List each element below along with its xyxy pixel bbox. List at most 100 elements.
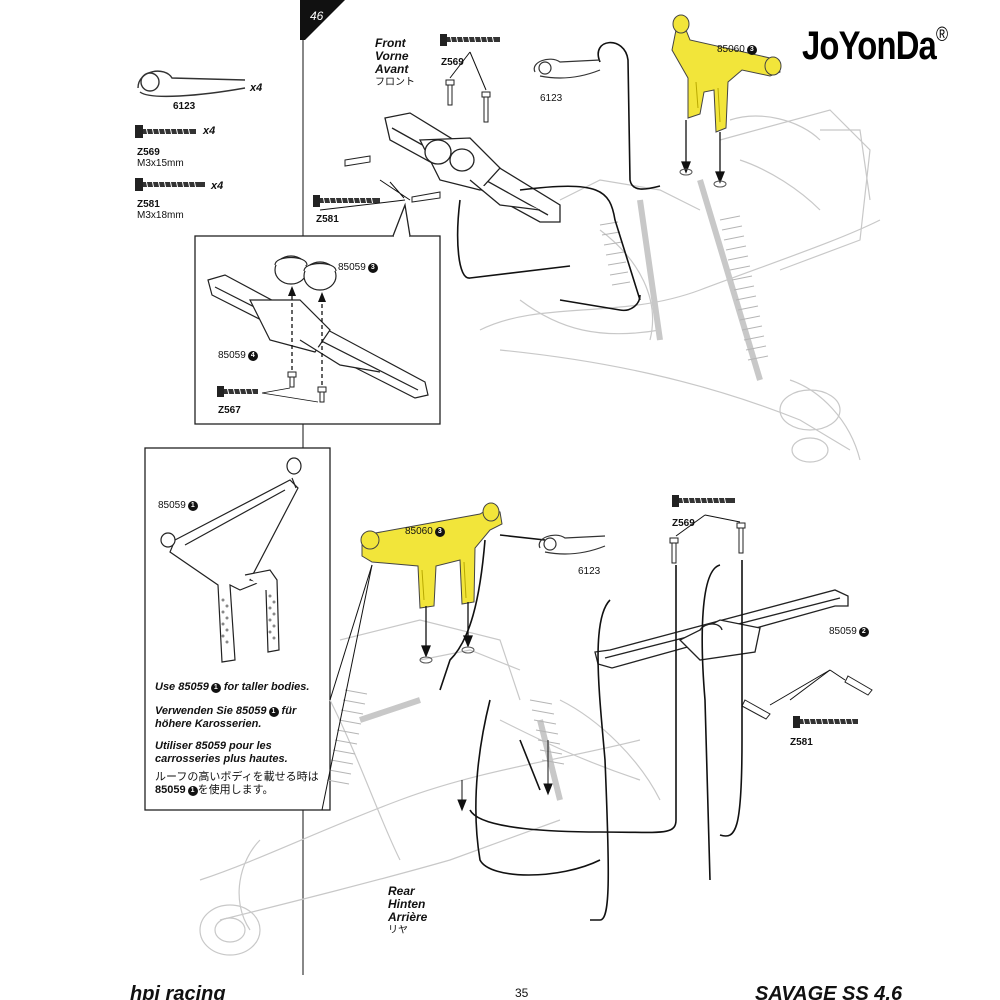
rear-guide-lines (675, 514, 846, 706)
direction-de: Vorne (375, 49, 409, 63)
inset-leader (329, 564, 373, 701)
step-number: 46 (310, 9, 324, 23)
part-number-badge: 3 (434, 527, 445, 537)
direction-de: Hinten (388, 897, 426, 911)
direction-jp: フロント (375, 77, 415, 88)
body-clip-icon (137, 70, 246, 98)
note-fr: Utiliser 85059 pour les carrosseries plu… (155, 740, 288, 765)
screw-z569-top (440, 34, 500, 46)
mount-hole (679, 168, 693, 176)
note-text: ルーフの高いボディを載せる時は (155, 771, 319, 783)
label-6123-rear: 6123 (578, 566, 601, 577)
rear-body-post (360, 502, 503, 609)
screw-icon (135, 125, 196, 138)
savage-logo: SAVAGE SS 4.6 (755, 983, 903, 1000)
front-body-post (671, 14, 782, 133)
direction-jp: リヤ (388, 925, 408, 936)
front-clip-leaders (456, 41, 661, 312)
inset-cap (274, 255, 337, 291)
direction-fr: Arrière (388, 910, 428, 924)
note-text: for taller bodies. (220, 681, 310, 693)
page-number: 35 (515, 986, 529, 1000)
rear-bumper (594, 589, 849, 669)
label-z581-front: Z581 (316, 214, 339, 225)
footer-right-logo: SAVAGE SS 4.6 (755, 983, 903, 1000)
direction-en: Front (375, 36, 406, 50)
brand-logo: JoYonDa® (802, 12, 948, 69)
hpi-racing-logo: hpi racing (130, 983, 226, 1000)
screw-z581-front (313, 195, 380, 207)
direction-fr: Avant (375, 62, 409, 76)
inset-bumper (207, 274, 429, 399)
note-text: 85059 (155, 784, 186, 796)
label-z567: Z567 (218, 405, 241, 416)
part-number-badge: 3 (367, 263, 378, 273)
part-code: 85059 (829, 626, 857, 637)
arrow-head (288, 286, 296, 296)
small-screws-front (344, 79, 491, 203)
footer-left-logo: hpi racing (130, 983, 226, 1000)
inset-leader (321, 564, 373, 811)
rear-chassis-ghost (199, 619, 661, 956)
arrow-head (318, 292, 326, 302)
tall-body-post (160, 457, 302, 663)
part-qty: x4 (203, 125, 216, 137)
front-guide-lines (319, 51, 487, 211)
front-bumper (384, 112, 561, 223)
part-code: 6123 (173, 101, 196, 112)
label-z569-rear: Z569 (672, 518, 695, 529)
step-tab (300, 0, 345, 40)
registered-mark: ® (935, 24, 948, 46)
label-z581-rear: Z581 (790, 737, 813, 748)
front-shock-spring (599, 215, 769, 361)
screw-icon (135, 178, 205, 191)
part-number-badge: 3 (746, 45, 757, 55)
post-holes (221, 594, 276, 644)
inset-screws (287, 371, 327, 403)
part-code: 85059 (338, 262, 366, 273)
body-clip-rear (538, 534, 606, 555)
part-number-badge: 1 (210, 683, 221, 693)
label-6123-front: 6123 (540, 93, 563, 104)
screw-z581-rear (793, 716, 858, 728)
part-number-badge: 1 (187, 786, 198, 796)
part-code: 85060 (717, 44, 745, 55)
rear-clip-leaders (439, 534, 743, 921)
part-code: 85060 (405, 526, 433, 537)
part-size: M3x15mm (137, 158, 184, 169)
part-code: Z569 (137, 147, 160, 158)
part-code: Z581 (137, 199, 160, 210)
inset-arrows (291, 294, 323, 385)
part-number-badge: 2 (858, 627, 869, 637)
part-qty: x4 (250, 82, 263, 94)
arrow-head (543, 740, 553, 796)
label-z569-front: Z569 (441, 57, 464, 68)
part-number-badge: 4 (247, 351, 258, 361)
rear-post-arrows (421, 602, 473, 658)
note-text: für höhere Karosserien. (155, 705, 297, 730)
part-code: 85059 (158, 500, 186, 511)
part-number-badge: 1 (268, 707, 279, 717)
front-direction: Front Vorne Avant フロント (375, 37, 415, 89)
arrow-head (457, 780, 467, 812)
brand-name: JoYonDa (802, 24, 937, 68)
part-qty: x4 (211, 180, 224, 192)
note-text: を使用します。 (197, 784, 274, 796)
note-text: Verwenden Sie 85059 (155, 705, 267, 717)
mount-hole (461, 646, 475, 654)
part-code: 85059 (218, 350, 246, 361)
body-clip-front (533, 58, 601, 79)
part-size: M3x18mm (137, 210, 184, 221)
screw-z567 (217, 386, 258, 397)
screw-z569-rear (672, 495, 735, 507)
front-post-arrows (681, 120, 725, 184)
rear-shock-spring (326, 689, 565, 785)
